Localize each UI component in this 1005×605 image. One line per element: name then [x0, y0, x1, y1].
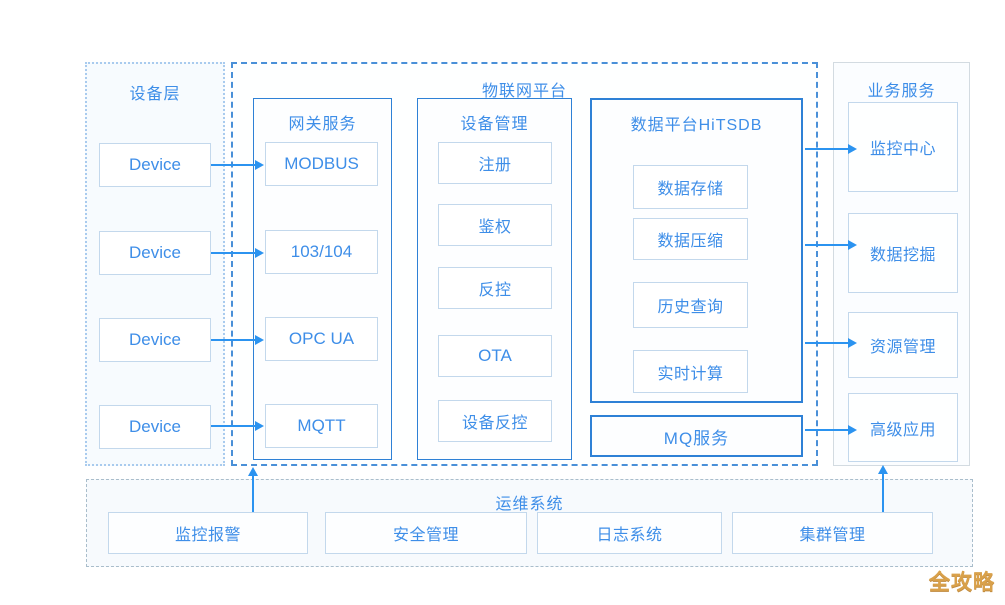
gateway-service-title: 网关服务: [288, 116, 357, 133]
arrow-mq-to-advanced-app: [805, 425, 857, 435]
device-layer-title: 设备层: [129, 86, 181, 103]
business-item-monitor-center: 监控中心: [848, 102, 958, 192]
gateway-item-modbus: MODBUS: [265, 142, 378, 186]
arrow-device4-to-mqtt: [211, 421, 264, 431]
arrow-device1-to-modbus: [211, 160, 264, 170]
business-item-resource-mgmt: 资源管理: [848, 312, 958, 378]
gateway-service-column: 网关服务 MODBUS 103/104 OPC UA MQTT: [253, 98, 392, 460]
iot-platform-title: 物联网平台: [481, 83, 567, 100]
arrow-dataplat-to-monitor-center: [805, 144, 857, 154]
device-box-4: Device: [99, 405, 211, 449]
data-platform-column: 数据平台HiTSDB 数据存储 数据压缩 历史查询 实时计算: [590, 98, 803, 403]
arrow-device3-to-opc-ua: [211, 335, 264, 345]
watermark-text: 全攻略: [929, 571, 995, 594]
gateway-item-mqtt: MQTT: [265, 404, 378, 448]
arrow-ops-to-iot-platform: [248, 467, 258, 512]
ops-item-cluster-mgmt: 集群管理: [732, 512, 933, 554]
dataplat-item-realtime-compute: 实时计算: [633, 350, 748, 393]
dataplat-item-compression: 数据压缩: [633, 218, 748, 260]
dataplat-item-history-query: 历史查询: [633, 282, 748, 328]
business-item-data-mining: 数据挖掘: [848, 213, 958, 293]
ops-item-security-mgmt: 安全管理: [325, 512, 527, 554]
devmgmt-item-ota: OTA: [438, 335, 552, 377]
business-services-panel: 业务服务 监控中心 数据挖掘 资源管理 高级应用: [833, 62, 970, 466]
devmgmt-item-device-reverse-control: 设备反控: [438, 400, 552, 442]
iot-platform-panel: 物联网平台 网关服务 MODBUS 103/104 OPC UA MQTT 设备…: [231, 62, 818, 466]
arrow-ops-to-business-services: [878, 465, 888, 512]
device-management-column: 设备管理 注册 鉴权 反控 OTA 设备反控: [417, 98, 572, 460]
device-layer-panel: 设备层 Device Device Device Device: [85, 62, 225, 466]
ops-system-panel: 运维系统 监控报警 安全管理 日志系统 集群管理: [86, 479, 973, 567]
device-box-1: Device: [99, 143, 211, 187]
device-box-3: Device: [99, 318, 211, 362]
device-box-2: Device: [99, 231, 211, 275]
business-item-advanced-app: 高级应用: [848, 393, 958, 462]
devmgmt-item-register: 注册: [438, 142, 552, 184]
arrow-dataplat-to-data-mining: [805, 240, 857, 250]
devmgmt-item-reverse-control: 反控: [438, 267, 552, 309]
mq-service-box: MQ服务: [590, 415, 803, 457]
business-services-title: 业务服务: [867, 83, 936, 100]
ops-system-title: 运维系统: [495, 496, 564, 513]
data-platform-title: 数据平台HiTSDB: [630, 117, 763, 134]
gateway-item-103-104: 103/104: [265, 230, 378, 274]
ops-item-monitor-alarm: 监控报警: [108, 512, 308, 554]
devmgmt-item-auth: 鉴权: [438, 204, 552, 246]
gateway-item-opc-ua: OPC UA: [265, 317, 378, 361]
arrow-dataplat-to-resource-mgmt: [805, 338, 857, 348]
device-management-title: 设备管理: [460, 116, 529, 133]
ops-item-log-system: 日志系统: [537, 512, 722, 554]
arrow-device2-to-103-104: [211, 248, 264, 258]
dataplat-item-storage: 数据存储: [633, 165, 748, 209]
